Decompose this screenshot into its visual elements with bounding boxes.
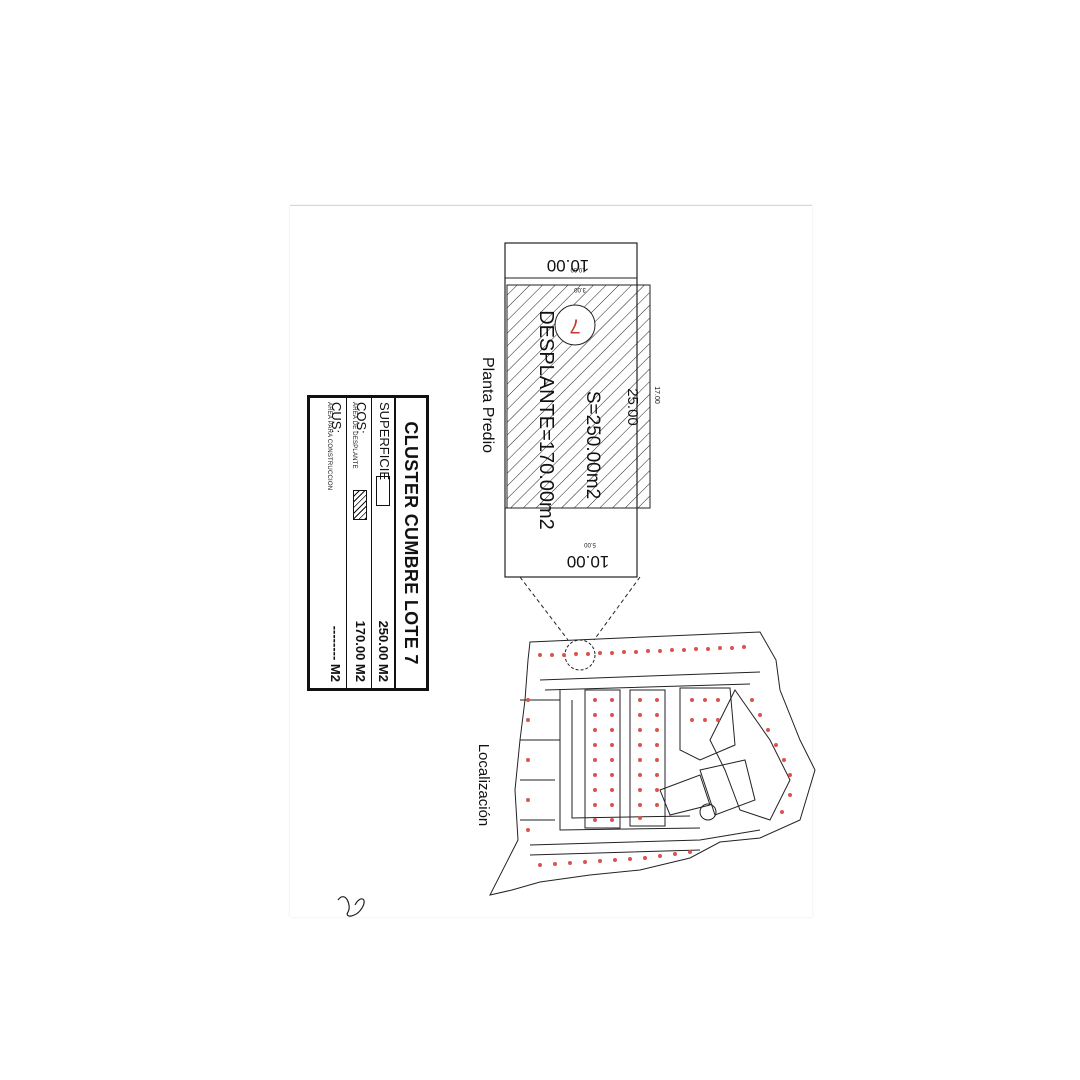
desplante-text: DESPLANTE=170.00m2 <box>535 310 557 530</box>
lot-number-circle <box>554 304 596 346</box>
site-plan <box>489 631 816 896</box>
site-boundary <box>489 631 816 896</box>
dim-short-top: 10.00 <box>547 256 590 275</box>
dim-setback-b: 5.00 <box>584 541 596 547</box>
inner-blocks <box>584 687 756 829</box>
dim-inner: 17.00 <box>653 386 660 404</box>
dim-tiny: 10.00 <box>570 266 586 272</box>
lot-highlight-circle <box>564 639 596 671</box>
loop-road <box>709 689 791 821</box>
signature-mark <box>337 896 365 917</box>
lot-number: 7 <box>569 315 580 337</box>
dim-setback-a: 3.00 <box>574 286 586 292</box>
south-row <box>529 829 761 856</box>
area-text: S=250.00m2 <box>582 391 603 499</box>
leader-line-right <box>593 576 641 641</box>
main-road <box>539 671 761 831</box>
cul-de-sac <box>699 803 717 821</box>
dim-short-bottom: 10.00 <box>567 552 610 571</box>
leader-line-left <box>519 576 569 641</box>
west-strip <box>520 699 560 821</box>
lot-markers <box>526 645 792 867</box>
dim-long: 25.00 <box>624 388 641 426</box>
